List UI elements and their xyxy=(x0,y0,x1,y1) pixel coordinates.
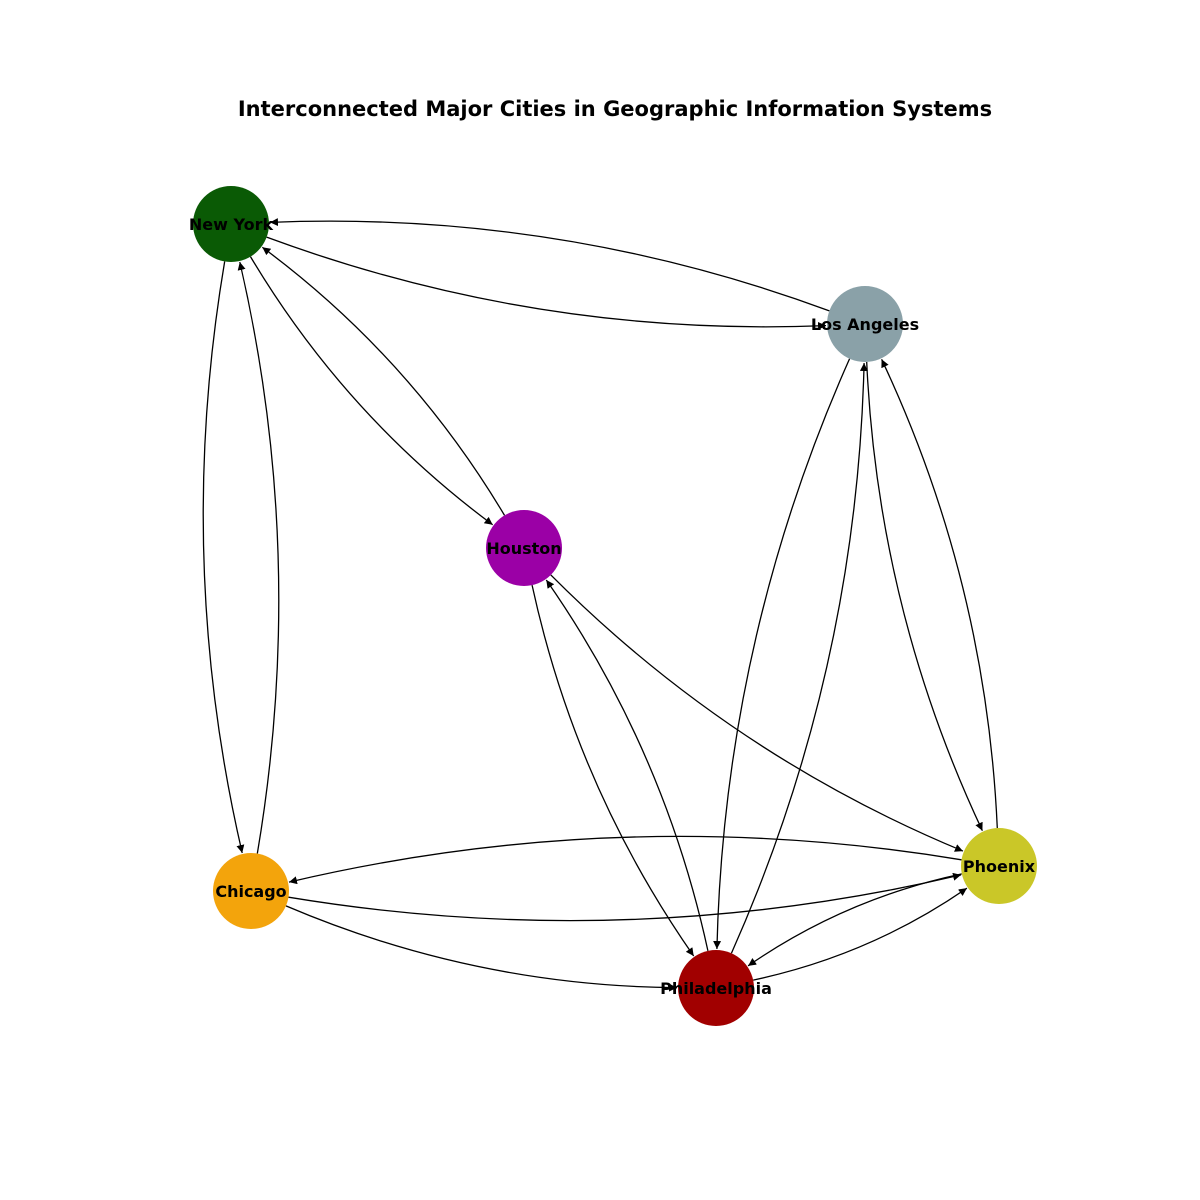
edge-phl-to-hou xyxy=(545,579,709,952)
node-label-chi: Chicago xyxy=(215,882,286,901)
edge-hou-to-phx xyxy=(550,574,964,852)
diagram-title: Interconnected Major Cities in Geographi… xyxy=(238,97,992,121)
node-circle-la xyxy=(827,286,903,362)
edge-la-to-ny xyxy=(269,218,830,312)
node-label-la: Los Angeles xyxy=(811,315,919,334)
edge-phx-to-chi xyxy=(288,835,962,885)
node-label-phx: Phoenix xyxy=(963,857,1036,876)
node-phx: Phoenix xyxy=(961,828,1037,904)
node-circle-phx xyxy=(961,828,1037,904)
edge-layer xyxy=(202,218,998,992)
edge-la-to-phx xyxy=(866,361,983,831)
edge-phl-to-phx xyxy=(753,887,968,981)
node-phl: Philadelphia xyxy=(660,950,772,1026)
edge-chi-to-phl xyxy=(285,905,678,992)
edge-ny-to-la xyxy=(266,236,827,330)
edge-ny-to-hou xyxy=(249,256,494,526)
edge-ny-to-chi xyxy=(202,261,245,854)
node-circle-phl xyxy=(678,950,754,1026)
node-circle-ny xyxy=(193,186,269,262)
node-circle-hou xyxy=(486,510,562,586)
node-ny: New York xyxy=(189,186,274,262)
node-label-hou: Houston xyxy=(486,539,561,558)
edge-hou-to-ny xyxy=(261,246,506,516)
node-label-ny: New York xyxy=(189,215,274,234)
edge-phx-to-la xyxy=(881,359,998,829)
node-la: Los Angeles xyxy=(811,286,919,362)
node-circle-chi xyxy=(213,853,289,929)
edge-chi-to-ny xyxy=(237,261,280,854)
node-label-phl: Philadelphia xyxy=(660,979,772,998)
edge-phl-to-la xyxy=(730,362,868,954)
node-chi: Chicago xyxy=(213,853,289,929)
edge-phx-to-phl xyxy=(747,873,962,967)
edge-chi-to-phx xyxy=(288,872,962,922)
edge-hou-to-phl xyxy=(531,584,695,957)
edge-la-to-phl xyxy=(713,358,851,950)
node-hou: Houston xyxy=(486,510,562,586)
